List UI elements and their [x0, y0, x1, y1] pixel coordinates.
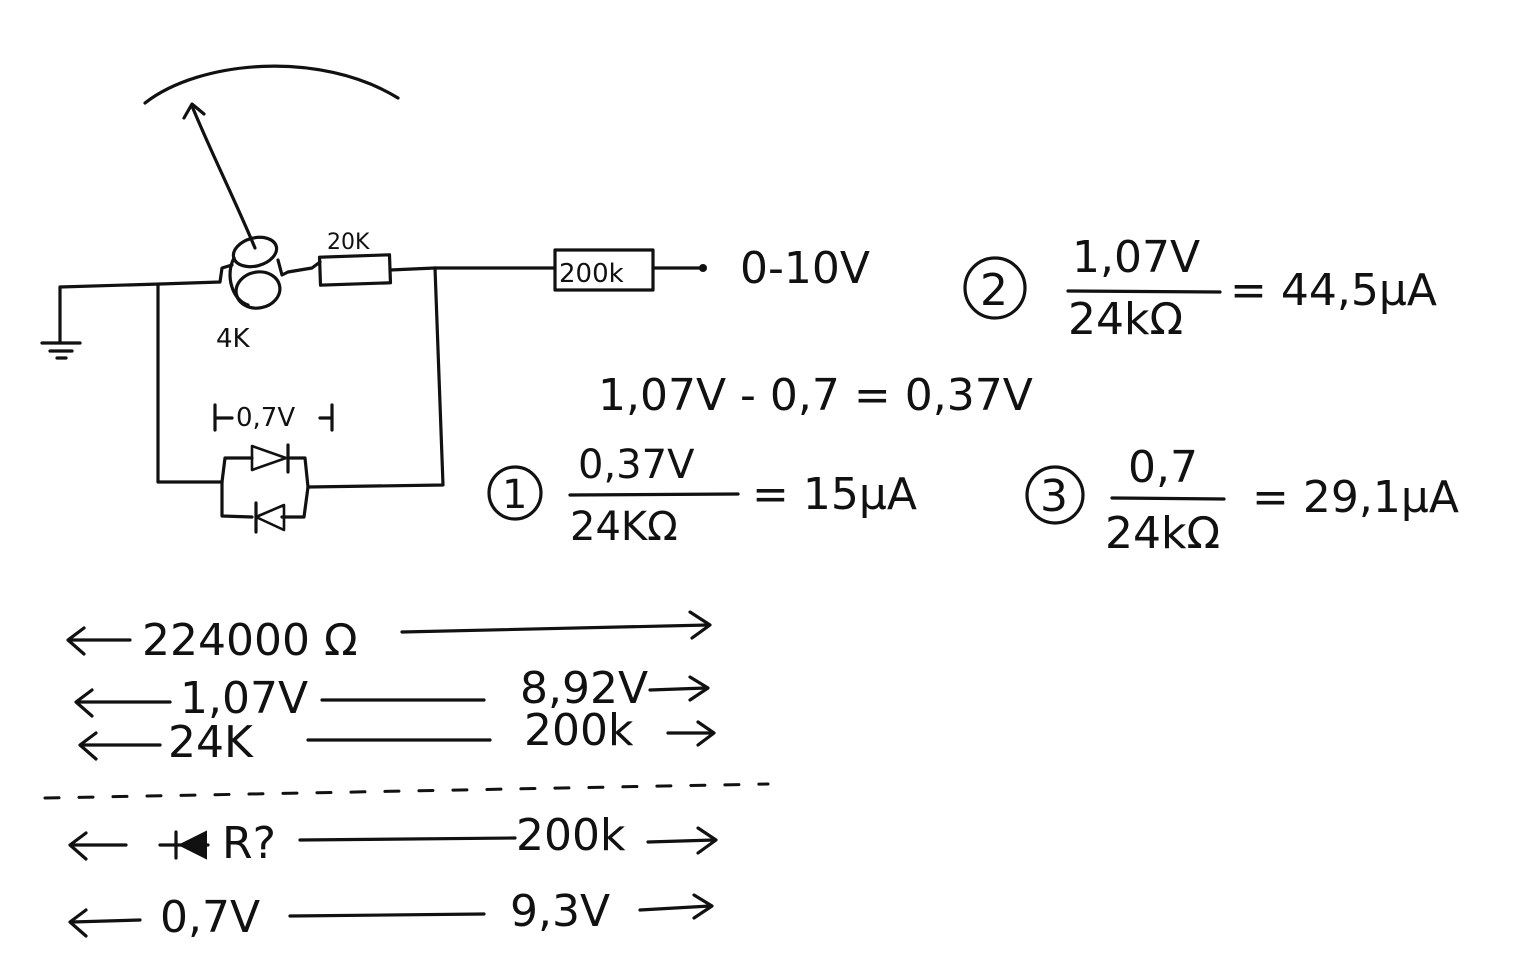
bottom-left-voltage-label: 0,7V [160, 892, 260, 943]
potentiometer-icon [228, 235, 290, 310]
calculation-3: 3 0,7 24kΩ = 29,1µA [1025, 442, 1459, 559]
calc-2-number: 2 [980, 265, 1008, 316]
calc-1-denominator: 24KΩ [570, 504, 678, 550]
output-range-label: 0-10V [740, 243, 870, 294]
calc-1-result: = 15µA [752, 469, 917, 520]
calculation-2: 2 1,07V 24kΩ = 44,5µA [963, 232, 1437, 345]
arrow-right-icon [648, 686, 708, 692]
dashed-separator [43, 782, 770, 800]
pot-label: 4K [216, 324, 251, 354]
calc-2-result: = 44,5µA [1230, 265, 1437, 316]
wiper-arrow-icon [143, 64, 400, 250]
divider-top: 224000 Ω 1,07V 8,92V 24K 200k [66, 610, 716, 768]
resistor-200k-label: 200k [559, 259, 624, 289]
calc-3-number: 3 [1040, 471, 1068, 522]
circled-number-2-icon [963, 256, 1027, 320]
diode-drop-marker [213, 403, 334, 432]
arrow-left-icon [70, 918, 142, 924]
bottom-right-resistance-label: 200k [516, 810, 626, 861]
calc-3-result: = 29,1µA [1252, 472, 1459, 523]
right-voltage-label: 8,92V [520, 663, 648, 714]
total-resistance-label: 224000 Ω [142, 615, 358, 666]
diode-drop-label: 0,7V [236, 403, 295, 433]
circled-number-3-icon [1025, 465, 1085, 525]
unknown-resistance-label: R? [222, 818, 276, 869]
left-resistance-label: 24K [168, 717, 254, 768]
left-voltage-label: 1,07V [180, 673, 308, 724]
subtraction-equation: 1,07V - 0,7 = 0,37V [598, 370, 1033, 421]
calc-2-denominator: 24kΩ [1068, 294, 1183, 345]
resistor-20k-label: 20K [327, 230, 370, 255]
arrow-right-icon [638, 904, 712, 912]
calc-3-numerator: 0,7 [1128, 442, 1198, 493]
circled-number-1-icon [487, 465, 543, 521]
right-resistance-label: 200k [524, 705, 634, 756]
calc-3-fraction-bar [1110, 496, 1226, 501]
bottom-right-voltage-label: 9,3V [510, 886, 610, 937]
divider-bottom: R? 200k 0,7V 9,3V [68, 810, 718, 943]
calc-1-number: 1 [502, 472, 527, 518]
ground-icon [40, 282, 162, 360]
calc-3-denominator: 24kΩ [1105, 508, 1220, 559]
calculation-1: 1 0,37V 24KΩ = 15µA [487, 442, 917, 550]
calc-1-numerator: 0,37V [578, 442, 695, 488]
calc-2-fraction-bar [1066, 289, 1222, 294]
resistor-200k-icon [553, 248, 707, 292]
calc-1-fraction-bar [568, 492, 740, 497]
resistor-20k-icon [286, 253, 437, 287]
diode-pair-icon [220, 443, 310, 534]
arrow-right-icon [400, 623, 710, 634]
calc-2-numerator: 1,07V [1072, 232, 1200, 283]
arrow-right-icon [646, 838, 716, 844]
circuit-schematic [40, 64, 707, 534]
diode-icon [158, 830, 210, 860]
